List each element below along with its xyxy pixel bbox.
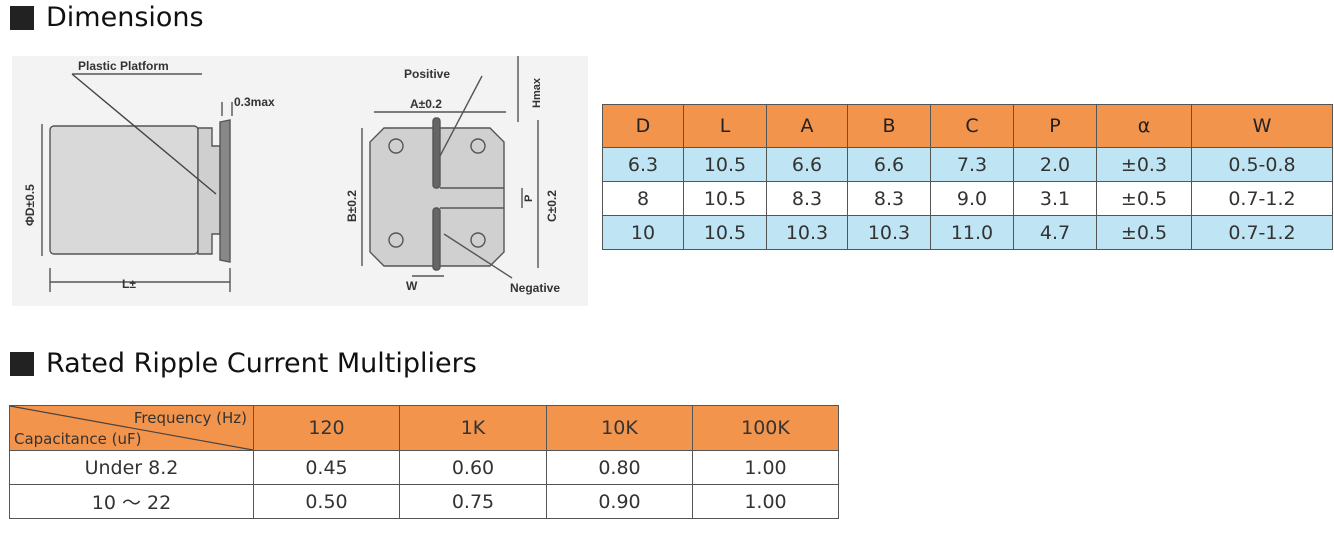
table-cell: 0.7-1.2	[1191, 215, 1333, 250]
table-cell: 0.80	[546, 450, 693, 485]
table-cell: 10.3	[847, 215, 931, 250]
header-cell-d: D	[602, 104, 684, 148]
table-cell: 0.7-1.2	[1191, 181, 1333, 216]
table-row: 10 ～ 22 0.50 0.75 0.90 1.00	[9, 484, 839, 519]
table-cell: 10.3	[766, 215, 848, 250]
header-cell-b: B	[847, 104, 931, 148]
table-cell: 0.50	[253, 484, 400, 519]
dimensions-title: Dimensions	[46, 2, 204, 33]
table-cell: 1.00	[692, 450, 839, 485]
table-cell: 8.3	[847, 181, 931, 216]
ripple-table: Frequency (Hz) Capacitance (uF) 120 1K 1…	[9, 405, 839, 519]
table-row: 6.3 10.5 6.6 6.6 7.3 2.0 ±0.3 0.5-0.8	[602, 147, 1333, 182]
header-cell-10k: 10K	[546, 405, 693, 451]
label-positive: Positive	[404, 67, 450, 81]
label-p-dim: P	[523, 195, 535, 202]
table-cell: 0.75	[399, 484, 547, 519]
table-cell: 7.3	[930, 147, 1014, 182]
header-cell-alpha: α	[1096, 104, 1192, 148]
table-cell: 8.3	[766, 181, 848, 216]
table-cell: 10	[602, 215, 684, 250]
table-row: Under 8.2 0.45 0.60 0.80 1.00	[9, 450, 839, 485]
table-cell: ±0.3	[1096, 147, 1192, 182]
table-cell: ±0.5	[1096, 181, 1192, 216]
table-cell: 0.45	[253, 450, 400, 485]
header-cell-100k: 100K	[692, 405, 839, 451]
label-negative: Negative	[510, 281, 560, 295]
ripple-corner-cell: Frequency (Hz) Capacitance (uF)	[9, 405, 254, 451]
header-cell-c: C	[930, 104, 1014, 148]
table-cell: 4.7	[1013, 215, 1097, 250]
label-phi-d: ΦD±0.5	[23, 184, 37, 226]
label-b-dim: B±0.2	[345, 190, 359, 222]
label-plastic-platform: Plastic Platform	[78, 59, 169, 73]
label-a-dim: A±0.2	[410, 97, 442, 111]
heading-bullet-icon	[10, 351, 34, 376]
table-cell: 8	[602, 181, 684, 216]
label-c-dim: C±0.2	[545, 190, 559, 222]
capacitance-label: Capacitance (uF)	[14, 430, 142, 448]
label-w-dim: W	[406, 279, 418, 293]
table-cell: 0.5-0.8	[1191, 147, 1333, 182]
frequency-label: Frequency (Hz)	[133, 409, 247, 427]
header-cell-1k: 1K	[399, 405, 547, 451]
table-cell: 0.90	[546, 484, 693, 519]
table-cell: 10.5	[683, 215, 767, 250]
label-thickness: 0.3max	[234, 95, 275, 109]
ripple-title: Rated Ripple Current Multipliers	[46, 348, 477, 379]
ripple-header-row: Frequency (Hz) Capacitance (uF) 120 1K 1…	[9, 405, 839, 451]
table-cell: 10.5	[683, 181, 767, 216]
table-cell: 10.5	[683, 147, 767, 182]
label-hmax: Hmax	[531, 77, 543, 108]
table-cell: 6.6	[847, 147, 931, 182]
label-l-dim: L±	[122, 277, 136, 291]
dimensions-header-row: D L A B C P α W	[602, 104, 1333, 148]
dimensions-heading: Dimensions	[10, 2, 204, 33]
header-cell-a: A	[766, 104, 848, 148]
table-cell: 2.0	[1013, 147, 1097, 182]
table-cell: 6.3	[602, 147, 684, 182]
table-cell: 6.6	[766, 147, 848, 182]
table-cell: 3.1	[1013, 181, 1097, 216]
table-cell: ±0.5	[1096, 215, 1192, 250]
dimension-diagram: Plastic Platform 0.3max ΦD±0.5 L± Positi…	[12, 56, 588, 306]
table-cell: Under 8.2	[9, 450, 254, 485]
table-cell: 9.0	[930, 181, 1014, 216]
header-cell-w: W	[1191, 104, 1333, 148]
table-cell: 10 ～ 22	[9, 484, 254, 519]
header-cell-120: 120	[253, 405, 400, 451]
dimensions-table: D L A B C P α W 6.3 10.5 6.6 6.6 7.3 2.0…	[602, 104, 1333, 250]
heading-bullet-icon	[10, 5, 34, 30]
header-cell-p: P	[1013, 104, 1097, 148]
capacitor-drawing: Plastic Platform 0.3max ΦD±0.5 L± Positi…	[12, 56, 588, 306]
ripple-heading: Rated Ripple Current Multipliers	[10, 348, 477, 379]
table-cell: 1.00	[692, 484, 839, 519]
header-cell-l: L	[683, 104, 767, 148]
table-row: 10 10.5 10.3 10.3 11.0 4.7 ±0.5 0.7-1.2	[602, 215, 1333, 250]
table-row: 8 10.5 8.3 8.3 9.0 3.1 ±0.5 0.7-1.2	[602, 181, 1333, 216]
table-cell: 0.60	[399, 450, 547, 485]
diagonal-divider	[10, 406, 253, 450]
table-cell: 11.0	[930, 215, 1014, 250]
